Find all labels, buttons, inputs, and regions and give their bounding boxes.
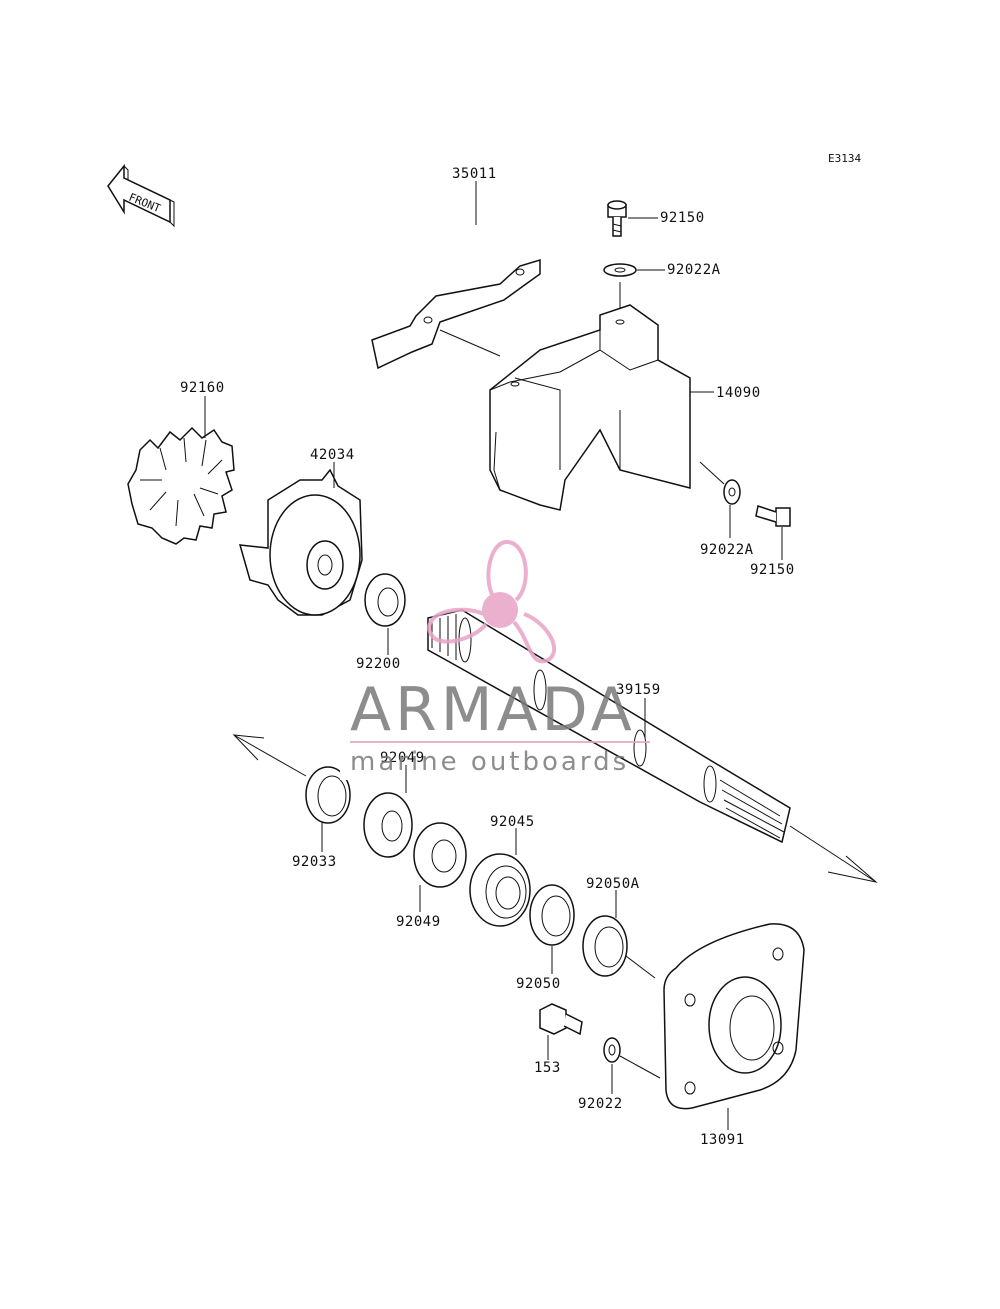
bolt-92150-top (607, 200, 627, 237)
label-92150-top: 92150 (660, 210, 705, 226)
seal-92050 (529, 884, 575, 946)
label-92150-lower: 92150 (750, 562, 795, 578)
diagram-code: E3134 (828, 152, 861, 165)
cover-14090 (489, 304, 691, 511)
spacer-92049-a (363, 792, 413, 858)
washer-92022A-top (603, 263, 637, 310)
shaft-39159 (427, 609, 878, 883)
label-35011: 35011 (452, 166, 497, 182)
label-92200: 92200 (356, 656, 401, 672)
bearing-92045 (469, 853, 531, 927)
bolt-153 (539, 1003, 583, 1036)
washer-92200 (364, 573, 406, 627)
damper-92160 (127, 426, 235, 545)
label-92022: 92022 (578, 1096, 623, 1112)
label-92033: 92033 (292, 854, 337, 870)
label-39159: 39159 (616, 682, 661, 698)
label-42034: 42034 (310, 447, 355, 463)
propeller-logo-icon (427, 540, 556, 664)
label-92045: 92045 (490, 814, 535, 830)
washer-92022A-lower (699, 461, 741, 505)
label-13091: 13091 (700, 1132, 745, 1148)
watermark-tagline: marine outboards (350, 747, 629, 777)
coupling-42034 (238, 468, 363, 616)
label-14090: 14090 (716, 385, 761, 401)
part-labels: 35011 92150 92022A 14090 92022A 92150 92… (180, 166, 795, 1148)
watermark-brand: ARMADA (350, 675, 636, 745)
label-92050A: 92050A (586, 876, 640, 892)
front-arrow-icon: FRONT (107, 163, 175, 228)
label-92022A-top: 92022A (667, 262, 721, 278)
bolt-92150-lower (755, 505, 791, 527)
label-92049-b: 92049 (396, 914, 441, 930)
watermark: ARMADA marine outboards (350, 540, 650, 777)
flange-plate-13091 (663, 923, 805, 1110)
label-92050: 92050 (516, 976, 561, 992)
label-92022A-lower: 92022A (700, 542, 754, 558)
axis-arrow-left (232, 734, 307, 777)
leader-lines (204, 181, 783, 1130)
washer-92022 (603, 1037, 661, 1079)
label-92049-a: 92049 (380, 750, 425, 766)
label-92160: 92160 (180, 380, 225, 396)
spacer-92049-b (413, 822, 467, 888)
bracket-35011 (371, 184, 541, 370)
snap-ring-92033 (305, 766, 351, 824)
seal-92050A (582, 915, 656, 979)
label-153: 153 (534, 1060, 561, 1076)
